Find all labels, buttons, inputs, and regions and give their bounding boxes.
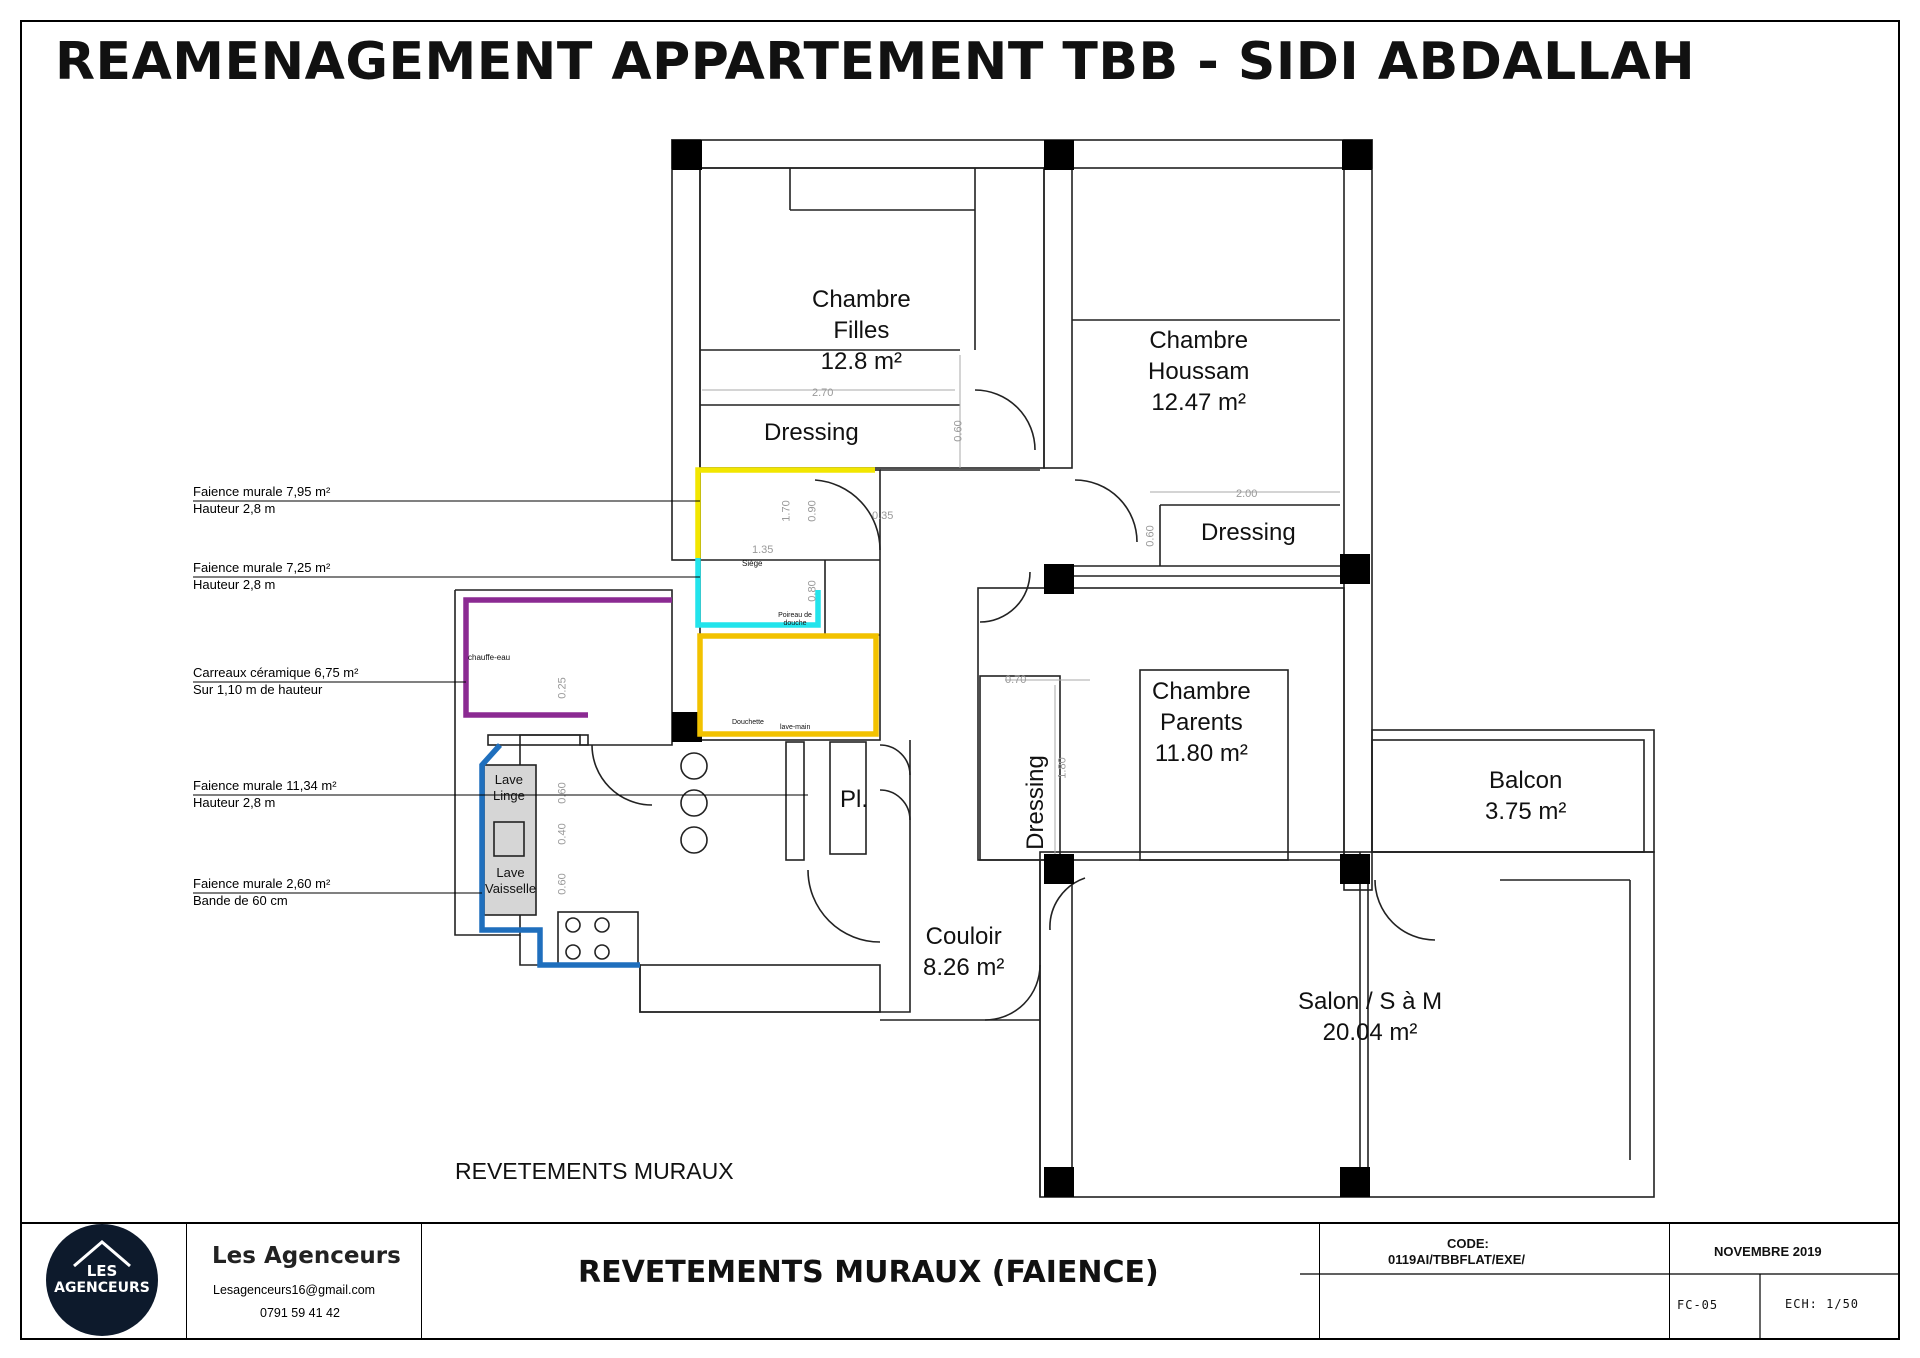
- title-block-code-cell: [1320, 1224, 1670, 1340]
- dimension-label: 0.90: [806, 500, 819, 522]
- room-label: Parents: [1160, 709, 1243, 736]
- dimension-label: 1.70: [780, 500, 793, 522]
- room-dressing-filles: Dressing: [764, 419, 859, 446]
- room-label: Balcon: [1488, 767, 1563, 794]
- dimension-label: 0.25: [556, 677, 569, 699]
- appliance-label: Linge: [493, 788, 525, 803]
- coating-cyan-outline: [695, 558, 821, 628]
- sheet-date: NOVEMBRE 2019: [1714, 1244, 1822, 1259]
- legend-subtitle: Sur 1,10 m de hauteur: [193, 682, 323, 697]
- room-area: 12.47 m²: [1151, 389, 1247, 416]
- fixture-poireau: Poireau de douche: [778, 612, 812, 627]
- drawing-frame: [20, 20, 1900, 1340]
- appliance-label: Lave: [494, 772, 523, 787]
- appliance-lave-linge: Lave Linge: [493, 772, 525, 804]
- dimension-label: 0.60: [556, 782, 569, 804]
- title-block: [20, 1222, 1900, 1342]
- title-block-brand-cell: [187, 1224, 422, 1340]
- pillars: [672, 140, 1372, 1197]
- wall-filles-houssam: [1043, 167, 1073, 469]
- room-label: Chambre: [812, 286, 911, 313]
- legend-item: Faience murale 11,34 m² Hauteur 2,8 m: [193, 777, 337, 811]
- room-area: 3.75 m²: [1485, 798, 1567, 825]
- coating-yellow-outline: [695, 467, 875, 558]
- fixture-lave-main: lave-main: [780, 724, 811, 731]
- wall-right: [1343, 139, 1373, 891]
- legend-item: Faience murale 7,95 m² Hauteur 2,8 m: [193, 483, 330, 517]
- fixture-siege: Siège: [742, 559, 763, 568]
- code-value: 0119AI/TBBFLAT/EXE/: [1388, 1252, 1526, 1267]
- dimension-label: 1.35: [752, 544, 774, 556]
- sheet-number: FC-05: [1677, 1298, 1719, 1312]
- room-chambre-houssam: Chambre Houssam 12.47 m²: [1148, 325, 1249, 418]
- logo-line1: LES: [86, 1262, 118, 1280]
- company-name: Les Agenceurs: [212, 1243, 401, 1269]
- room-area: 8.26 m²: [923, 954, 1005, 981]
- dimension-label: 1.80: [1056, 757, 1069, 779]
- legend-title: Faience murale 11,34 m²: [193, 778, 337, 793]
- room-area: 11.80 m²: [1154, 740, 1248, 767]
- legend-title: Faience murale 7,25 m²: [193, 560, 331, 575]
- legend-subtitle: Hauteur 2,8 m: [193, 795, 276, 810]
- dimension-label: 0.60: [1144, 525, 1157, 547]
- dimension-label: 0.70: [1005, 674, 1027, 686]
- room-dressing-parents: Dressing: [1021, 755, 1049, 850]
- legend-item: Faience murale 2,60 m² Bande de 60 cm: [193, 875, 330, 909]
- sheet-scale: ECH: 1/50: [1785, 1297, 1860, 1311]
- fixture-douchette: Douchette: [732, 719, 764, 726]
- dimension-label: 0.60: [556, 873, 569, 895]
- room-area: 12.8 m²: [820, 348, 903, 375]
- company-email: Lesagenceurs16@gmail.com: [213, 1283, 376, 1297]
- room-chambre-parents: Chambre Parents 11.80 m²: [1152, 676, 1251, 769]
- house-roof-icon: [73, 1240, 131, 1268]
- legend-title: Faience murale 7,95 m²: [193, 484, 331, 499]
- legend-subtitle: Bande de 60 cm: [193, 893, 288, 908]
- legend-title: Carreaux céramique 6,75 m²: [193, 665, 359, 680]
- dimension-label: 0.40: [556, 823, 569, 845]
- dimension-label: 0.35: [872, 510, 894, 522]
- plan-caption: REVETEMENTS MURAUX: [455, 1158, 734, 1184]
- coating-yellow2-outline: [697, 633, 879, 737]
- title-block-sheet-cell: [422, 1224, 1320, 1340]
- legend-item: Carreaux céramique 6,75 m² Sur 1,10 m de…: [193, 664, 358, 698]
- appliance-chauffe-eau: chauffe-eau: [468, 653, 511, 662]
- company-phone: 0791 59 41 42: [260, 1306, 340, 1320]
- room-dressing-houssam: Dressing: [1201, 519, 1296, 546]
- dimension-label: 0.60: [952, 420, 965, 442]
- wall-top: [671, 139, 1373, 169]
- room-label: Chambre: [1152, 678, 1251, 705]
- drawing-title: REAMENAGEMENT APPARTEMENT TBB - SIDI ABD…: [55, 32, 1696, 92]
- appliance-label: Vaisselle: [485, 881, 537, 896]
- legend-title: Faience murale 2,60 m²: [193, 876, 331, 891]
- dimension-label: 2.70: [812, 387, 834, 399]
- company-logo: LES AGENCEURS: [46, 1224, 158, 1336]
- room-label: Salon / S à M: [1298, 988, 1443, 1015]
- room-placard: Pl.: [840, 786, 869, 813]
- coating-blue-outline: [479, 743, 640, 968]
- title-block-logo-cell: [20, 1224, 187, 1340]
- room-area: 20.04 m²: [1322, 1019, 1418, 1046]
- room-balcon: Balcon 3.75 m²: [1485, 765, 1566, 827]
- legend-subtitle: Hauteur 2,8 m: [193, 577, 276, 592]
- dimension-label: 0.80: [806, 580, 819, 602]
- dimension-label: 2.00: [1236, 488, 1258, 500]
- sheet-title: REVETEMENTS MURAUX (FAIENCE): [578, 1255, 1159, 1290]
- room-label: Houssam: [1148, 358, 1250, 385]
- room-label: Filles: [833, 317, 890, 344]
- title-block-date-cell: [1670, 1224, 1900, 1340]
- legend-subtitle: Hauteur 2,8 m: [193, 501, 276, 516]
- room-chambre-filles: Chambre Filles 12.8 m²: [812, 284, 911, 377]
- room-salon: Salon / S à M 20.04 m²: [1298, 986, 1442, 1048]
- room-label: Couloir: [925, 923, 1002, 950]
- appliance-label: Lave: [496, 865, 525, 880]
- legend-item: Faience murale 7,25 m² Hauteur 2,8 m: [193, 559, 330, 593]
- coating-purple-outline: [463, 597, 672, 718]
- appliance-lave-vaisselle: Lave Vaisselle: [485, 865, 536, 897]
- code-label: CODE:: [1447, 1236, 1489, 1251]
- room-couloir: Couloir 8.26 m²: [923, 921, 1004, 983]
- room-label: Chambre: [1149, 327, 1249, 354]
- logo-line2: AGENCEURS: [54, 1280, 150, 1296]
